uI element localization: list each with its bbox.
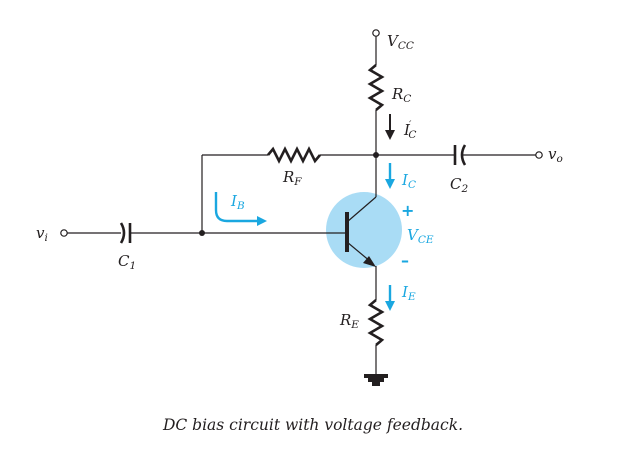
c1-plate-curved: [119, 222, 126, 244]
ground-bar-1: [364, 374, 388, 378]
rf-resistor: [267, 146, 321, 164]
ic-prime-label: I′C: [403, 119, 416, 141]
ie-label: IE: [401, 283, 416, 303]
transistor-collector-lead: [346, 196, 377, 223]
vcc-terminal: [372, 29, 380, 37]
ib-arrow-path: [214, 192, 258, 223]
rc-label: RC: [391, 85, 411, 105]
plus-sign: +: [401, 201, 414, 220]
vo-label: vo: [548, 145, 563, 165]
ic-label: IC: [401, 171, 416, 191]
vcc-label: VCC: [387, 32, 414, 52]
ib-label: IB: [230, 192, 245, 212]
minus-sign: –: [401, 251, 409, 270]
ground-bar-2: [368, 378, 384, 382]
vo-terminal: [535, 151, 543, 159]
rc-resistor: [367, 64, 385, 111]
vi-terminal: [60, 229, 68, 237]
vce-label: VCE: [407, 226, 434, 246]
vi-label: vi: [36, 224, 48, 244]
re-label: RE: [339, 311, 359, 331]
rf-label: RF: [282, 168, 302, 188]
transistor-emitter-arrow: [363, 256, 376, 267]
ground-bar-3: [372, 382, 380, 386]
figure-caption: DC bias circuit with voltage feedback.: [162, 416, 463, 434]
ic-arrow-head: [385, 179, 395, 189]
ib-arrow-head: [257, 216, 267, 226]
re-resistor: [367, 299, 385, 346]
ic-prime-arrow-head: [385, 130, 395, 140]
c1-label: C1: [118, 252, 136, 272]
c2-label: C2: [450, 175, 468, 195]
base-node: [199, 230, 205, 236]
ie-arrow-head: [385, 301, 395, 311]
